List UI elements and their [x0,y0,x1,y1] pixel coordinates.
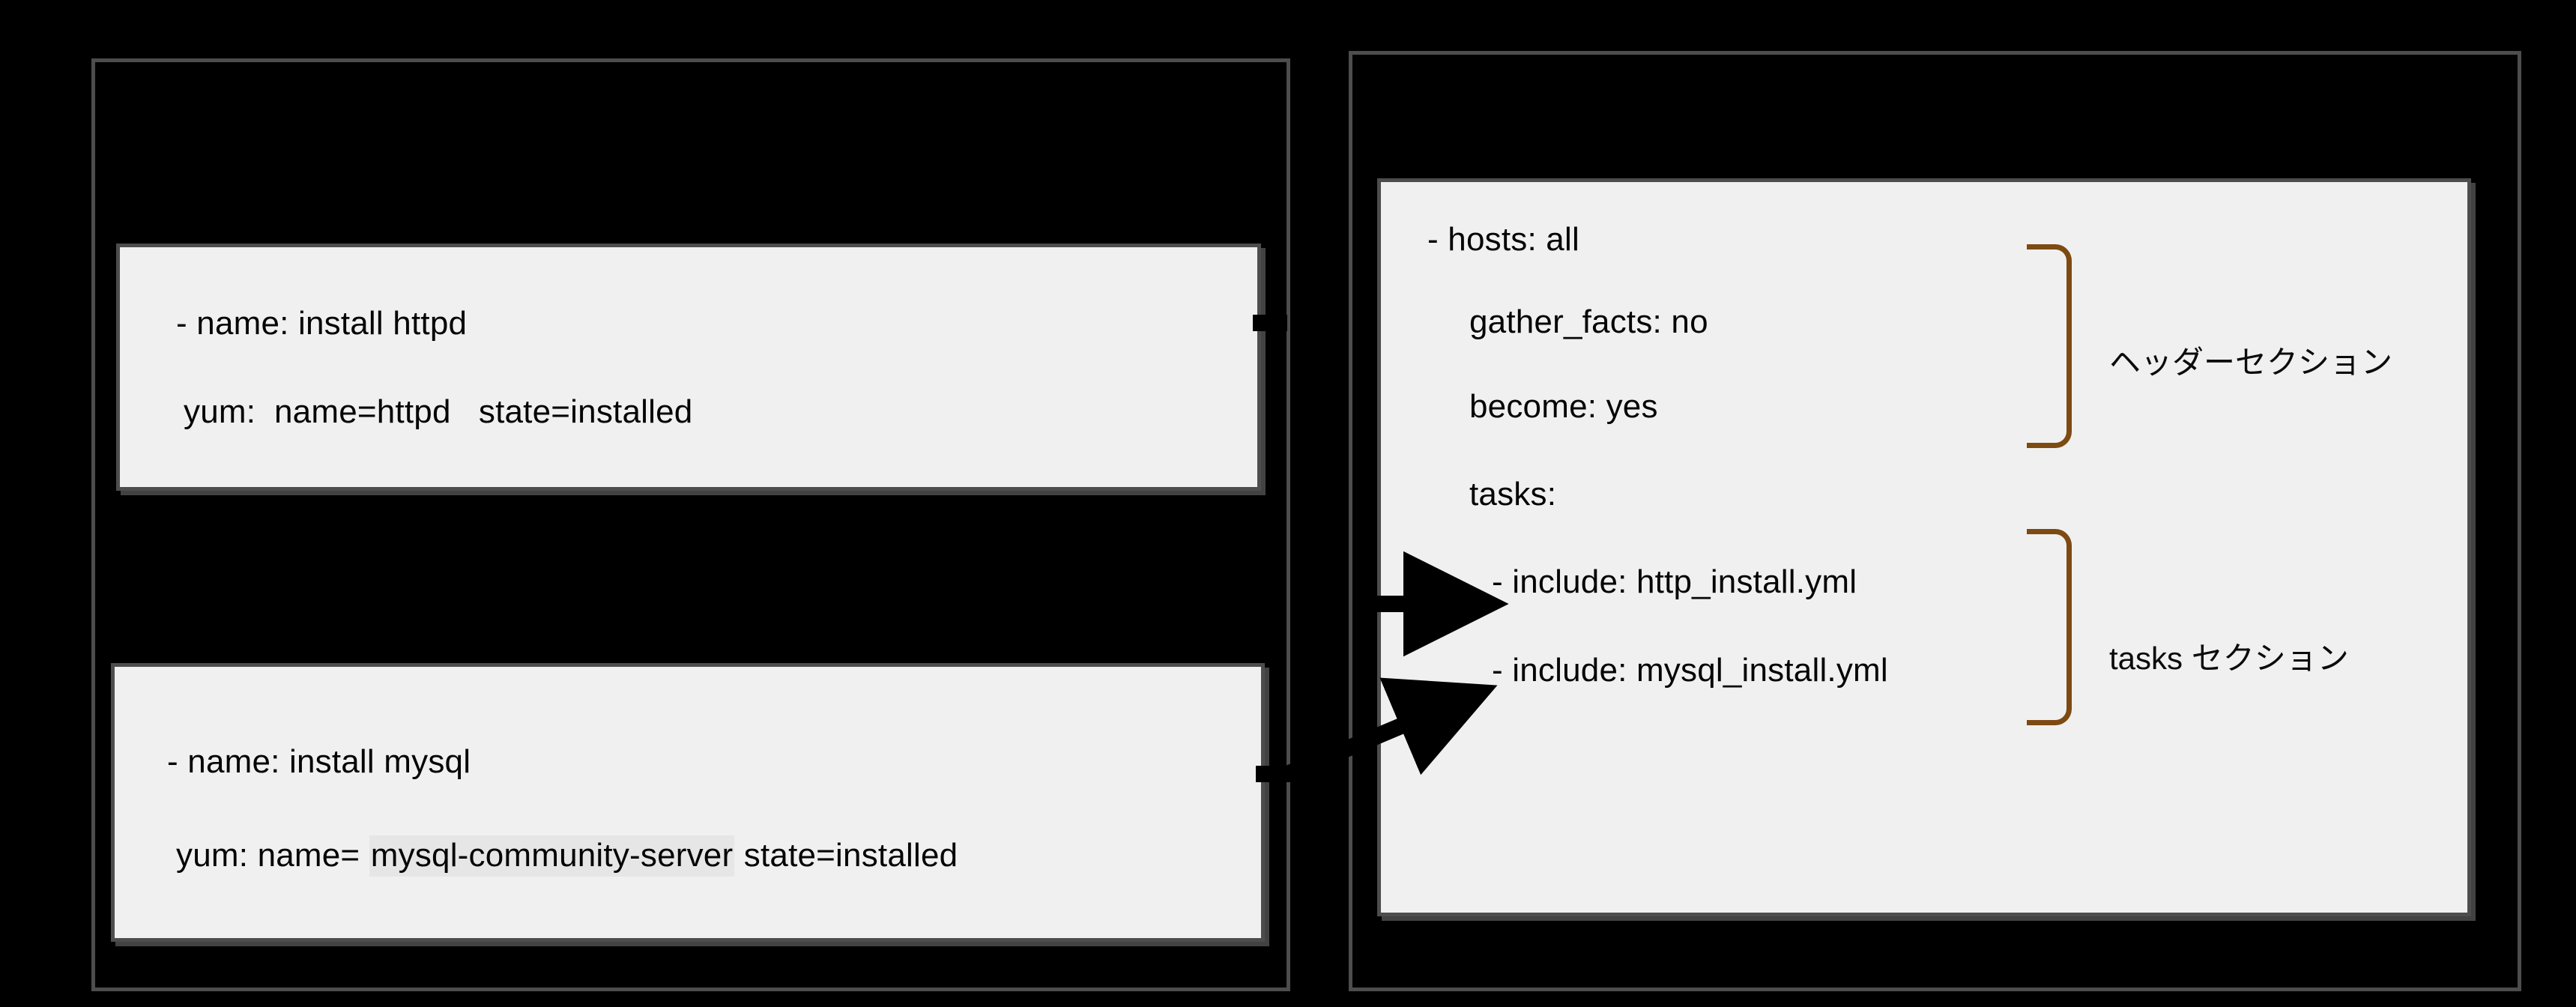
code-line-mysql-yum: yum: name= mysql-community-server state=… [176,835,958,877]
code-line-become: become: yes [1469,388,1658,425]
label-header-section: ヘッダーセクション [2109,345,2393,380]
connector-stub-http [1253,315,1287,331]
card-http-install: - name: install httpd yum: name=httpd st… [116,244,1261,491]
connector-stub-mysql [1256,766,1290,782]
code-line-tasks: tasks: [1469,476,1557,512]
right-panel-frame: - hosts: all gather_facts: no become: ye… [1349,51,2521,991]
code-line-mysql-name: - name: install mysql [167,743,471,780]
label-tasks-section: tasks セクション [2109,641,2349,676]
bracket-header-section [2027,244,2072,448]
card-mysql-install: - name: install mysql yum: name= mysql-c… [111,663,1265,942]
left-panel-frame: - name: install httpd yum: name=httpd st… [91,58,1290,991]
code-frag-state: state=installed [734,837,958,874]
code-frag-yum-name: yum: name= [176,837,369,874]
code-line-http-yum: yum: name=httpd state=installed [184,393,693,430]
code-line-hosts: - hosts: all [1427,221,1579,258]
code-line-include-http: - include: http_install.yml [1492,563,1857,600]
code-line-include-mysql: - include: mysql_install.yml [1492,652,1888,689]
card-site-yml: - hosts: all gather_facts: no become: ye… [1377,178,2471,916]
code-frag-package-highlight: mysql-community-server [369,835,735,877]
code-line-gather-facts: gather_facts: no [1469,303,1708,340]
code-line-http-name: - name: install httpd [176,305,468,342]
bracket-tasks-section [2027,529,2072,725]
